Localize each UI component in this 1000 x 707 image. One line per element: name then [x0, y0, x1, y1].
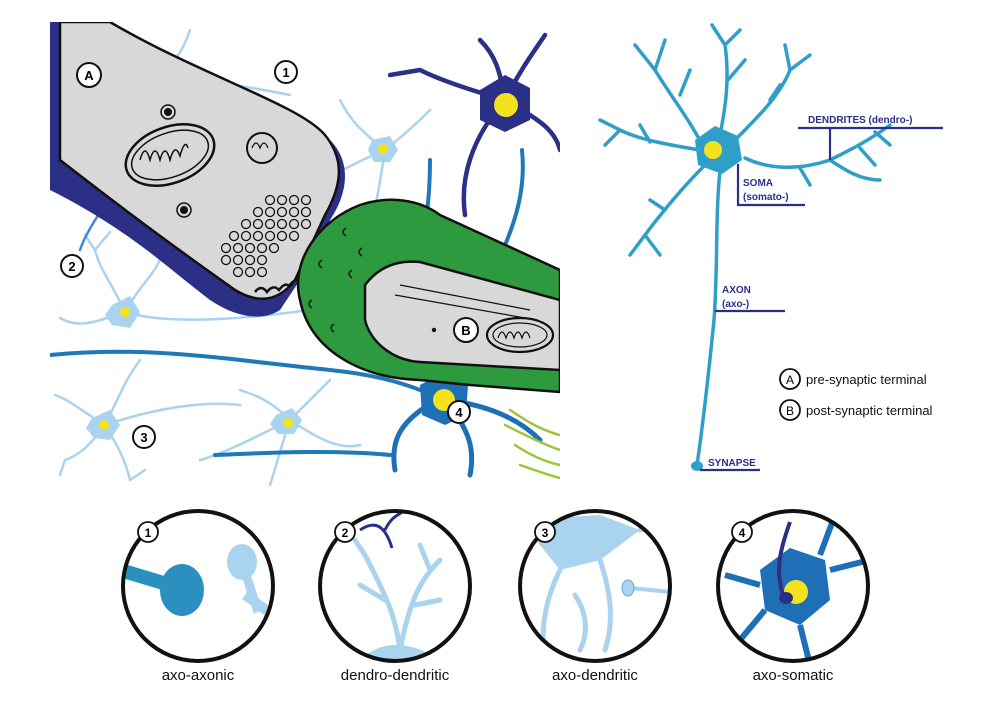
- svg-text:post-synaptic terminal: post-synaptic terminal: [806, 403, 933, 418]
- svg-text:3: 3: [542, 526, 549, 540]
- vesicle: [300, 206, 312, 218]
- caption-dendro-dendritic: dendro-dendritic: [340, 667, 450, 684]
- vesicle: [264, 230, 276, 242]
- receptors: [308, 227, 363, 333]
- mitochondrion: [124, 123, 216, 187]
- vesicle: [288, 218, 300, 230]
- dark-neuron: [387, 32, 560, 218]
- vesicle: [232, 242, 244, 254]
- blue-neuron-4: [391, 337, 543, 478]
- synaptic-vesicles: [220, 194, 312, 278]
- vesicle: [244, 266, 256, 278]
- vesicle: [276, 194, 288, 206]
- svg-text:2: 2: [342, 526, 349, 540]
- nucleus: [120, 307, 130, 317]
- vesicle: [288, 206, 300, 218]
- caption-axo-axonic: axo-axonic: [161, 667, 235, 684]
- neuron-labels: DENDRITES (dendro-) SOMA (somato-) AXON …: [708, 115, 912, 469]
- labeled-nucleus: [704, 141, 722, 159]
- caption-axo-somatic: axo-somatic: [752, 667, 834, 684]
- vesicle: [264, 218, 276, 230]
- lime-fibers: [503, 408, 560, 480]
- nucleus: [99, 420, 109, 430]
- marker-2: 2: [60, 254, 84, 278]
- vesicle: [228, 230, 240, 242]
- marker-1: 1: [274, 60, 298, 84]
- svg-text:1: 1: [145, 526, 152, 540]
- nucleus: [378, 144, 388, 154]
- marker-B: B: [453, 317, 479, 343]
- label-synapse: SYNAPSE: [708, 458, 756, 469]
- svg-text:1: 1: [282, 65, 289, 80]
- vesicle: [232, 266, 244, 278]
- vesicle: [240, 230, 252, 242]
- vesicle: [220, 254, 232, 266]
- nucleus: [283, 418, 293, 428]
- label-soma-sub: (somato-): [743, 192, 789, 203]
- label-soma: SOMA: [743, 178, 773, 189]
- svg-text:4: 4: [455, 405, 463, 420]
- nucleus: [494, 93, 518, 117]
- svg-text:4: 4: [739, 526, 746, 540]
- label-dendrites: DENDRITES (dendro-): [808, 115, 912, 126]
- label-axon: AXON: [722, 285, 751, 296]
- marker-3: 3: [132, 425, 156, 449]
- vesicle: [252, 206, 264, 218]
- mitochondrion-post: [485, 316, 555, 354]
- cytoskeleton: [394, 284, 531, 319]
- legend-item-a: A pre-synaptic terminal: [779, 368, 927, 390]
- svg-text:pre-synaptic terminal: pre-synaptic terminal: [806, 372, 927, 387]
- labeled-neuron: [598, 23, 892, 467]
- vesicle: [288, 230, 300, 242]
- mitochondrion-small: [246, 132, 278, 164]
- vesicle: [276, 230, 288, 242]
- vesicle: [244, 242, 256, 254]
- leader-lines: [700, 126, 943, 472]
- caption-axo-dendritic: axo-dendritic: [552, 667, 638, 684]
- vesicle: [264, 194, 276, 206]
- vesicle: [252, 218, 264, 230]
- vesicle: [256, 242, 268, 254]
- label-axon-sub: (axo-): [722, 299, 749, 310]
- vesicle: [268, 242, 280, 254]
- vesicle: [300, 218, 312, 230]
- main-scene: [50, 22, 560, 487]
- marker-A: A: [76, 62, 102, 88]
- vesicle: [256, 254, 268, 266]
- svg-text:A: A: [84, 68, 94, 83]
- vesicle: [288, 194, 300, 206]
- svg-text:3: 3: [140, 430, 147, 445]
- marker-4: 4: [447, 400, 471, 424]
- vesicle: [264, 206, 276, 218]
- vesicle: [252, 230, 264, 242]
- vesicle: [244, 254, 256, 266]
- axon-terminal: [691, 461, 703, 471]
- inset-dendro-dendritic: 2: [318, 509, 472, 663]
- vesicle: [276, 206, 288, 218]
- dot: [431, 327, 437, 333]
- vesicle: [232, 254, 244, 266]
- dense-core-vesicles: [160, 104, 192, 218]
- vesicle: [240, 218, 252, 230]
- vesicle: [256, 266, 268, 278]
- inset-axo-somatic: 4: [716, 509, 870, 663]
- inset-axo-axonic: 1: [121, 509, 275, 663]
- svg-text:B: B: [461, 323, 470, 338]
- svg-text:B: B: [786, 404, 794, 418]
- svg-text:2: 2: [68, 259, 75, 274]
- vesicle: [276, 218, 288, 230]
- legend-item-b: B post-synaptic terminal: [779, 399, 933, 421]
- legend: A pre-synaptic terminal B post-synaptic …: [779, 368, 933, 421]
- vesicle: [300, 194, 312, 206]
- svg-text:A: A: [786, 373, 794, 387]
- inset-axo-dendritic: 3: [518, 509, 672, 663]
- vesicle: [220, 242, 232, 254]
